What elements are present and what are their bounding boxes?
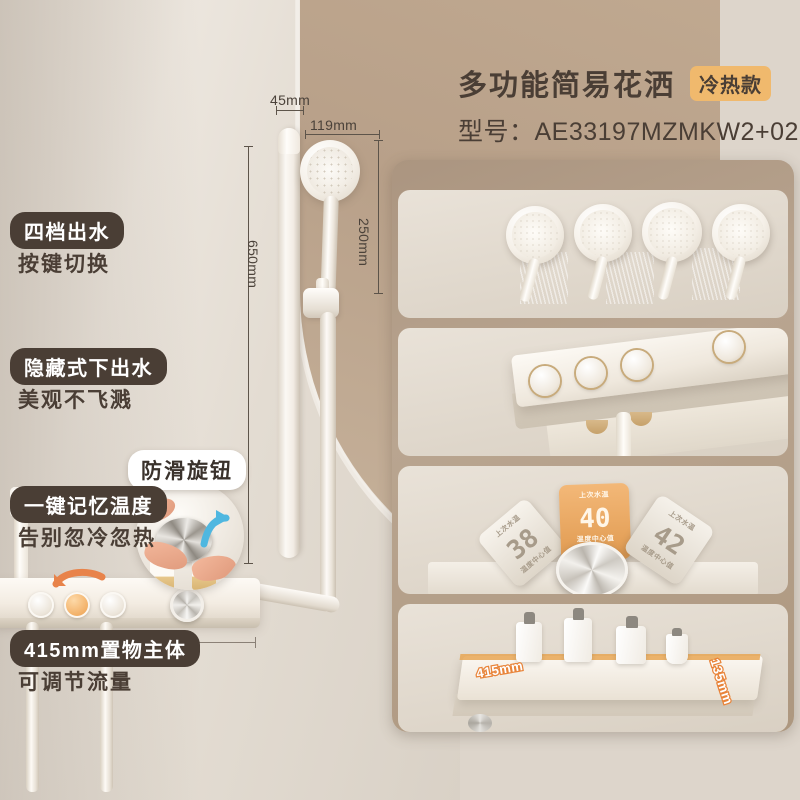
feature-3-caption: 一键记忆温度 [10, 486, 167, 523]
mixer-temperature-knob [170, 588, 204, 622]
feature-4-caption: 415mm置物主体 [10, 630, 201, 667]
dimension-label-head-diameter: 119mm [310, 117, 358, 133]
model-number: 型号：AE33197MZMKW2+028 [458, 118, 800, 146]
hidden-water-outlet-2 [586, 420, 608, 434]
dimension-label-bar-height: 650mm [245, 240, 261, 289]
shower-head-mode-1 [506, 206, 564, 264]
panel-knob-4 [714, 332, 744, 362]
shower-head [300, 140, 360, 202]
hidden-water-outlet-1 [630, 412, 652, 426]
feature-card-4: 415mm 135mm [398, 604, 788, 732]
feature-3-subtitle: 告别忽冷忽热 [18, 527, 156, 550]
feature-3-photo: 上次水温 38 温度中心值 上次水温 40 温度中心值 上次水温 42 温度中心… [398, 466, 788, 594]
slide-bar-cap [278, 128, 300, 154]
feature-card-3: 上次水温 38 温度中心值 上次水温 40 温度中心值 上次水温 42 温度中心… [398, 466, 788, 594]
dimension-line-slide-range [374, 140, 383, 294]
feature-panel: 上次水温 38 温度中心值 上次水温 40 温度中心值 上次水温 42 温度中心… [392, 160, 794, 732]
mixer-button-3 [100, 592, 126, 618]
panel-knob-2 [576, 358, 606, 388]
dimension-label-slide-range: 250mm [356, 218, 372, 267]
feature-card-1 [398, 190, 788, 318]
dimension-label-width-top: 45mm [270, 92, 311, 108]
slide-bar [278, 128, 300, 558]
page-title: 多功能简易花洒 [458, 70, 676, 102]
shelf-bottle-1 [516, 622, 542, 662]
memory-temperature-knob [556, 542, 628, 594]
mixer-button-2-active [64, 592, 90, 618]
panel-knob-3 [622, 350, 652, 380]
shower-head-mode-4 [712, 204, 770, 262]
title-badge: 冷热款 [690, 66, 771, 101]
shower-hose [320, 312, 336, 612]
panel-knob-1 [530, 366, 560, 396]
wand-body [14, 505, 28, 583]
shelf-drain-knob [468, 714, 492, 732]
shelf-bottle-2 [564, 618, 592, 662]
shower-head-mode-2 [574, 204, 632, 262]
anti-slip-knob-badge: 防滑旋钮 [128, 450, 246, 490]
mixer-button-1 [28, 592, 54, 618]
shelf-bottle-3 [616, 626, 646, 664]
outlet-pipe [616, 412, 631, 456]
dimension-line-head-diameter [305, 130, 380, 139]
feature-card-2 [398, 328, 788, 456]
mixer-shelf-lip [0, 618, 260, 628]
dimension-line-bar-height [244, 146, 253, 564]
shower-head-mode-3 [642, 202, 702, 262]
feature-1-caption: 四档出水 [10, 212, 124, 249]
inset-turn-arrow-icon [200, 510, 230, 548]
shelf-tube [666, 634, 688, 664]
feature-4-photo: 415mm 135mm [398, 604, 788, 732]
feature-2-subtitle: 美观不飞溅 [18, 389, 133, 412]
feature-4-subtitle: 可调节流量 [18, 671, 133, 694]
feature-2-photo [398, 328, 788, 456]
feature-2-caption: 隐藏式下出水 [10, 348, 167, 385]
feature-1-photo [398, 190, 788, 318]
feature-1-subtitle: 按键切换 [18, 253, 110, 276]
rotation-arrow-icon [52, 568, 106, 588]
dimension-line-width-top [276, 106, 304, 115]
